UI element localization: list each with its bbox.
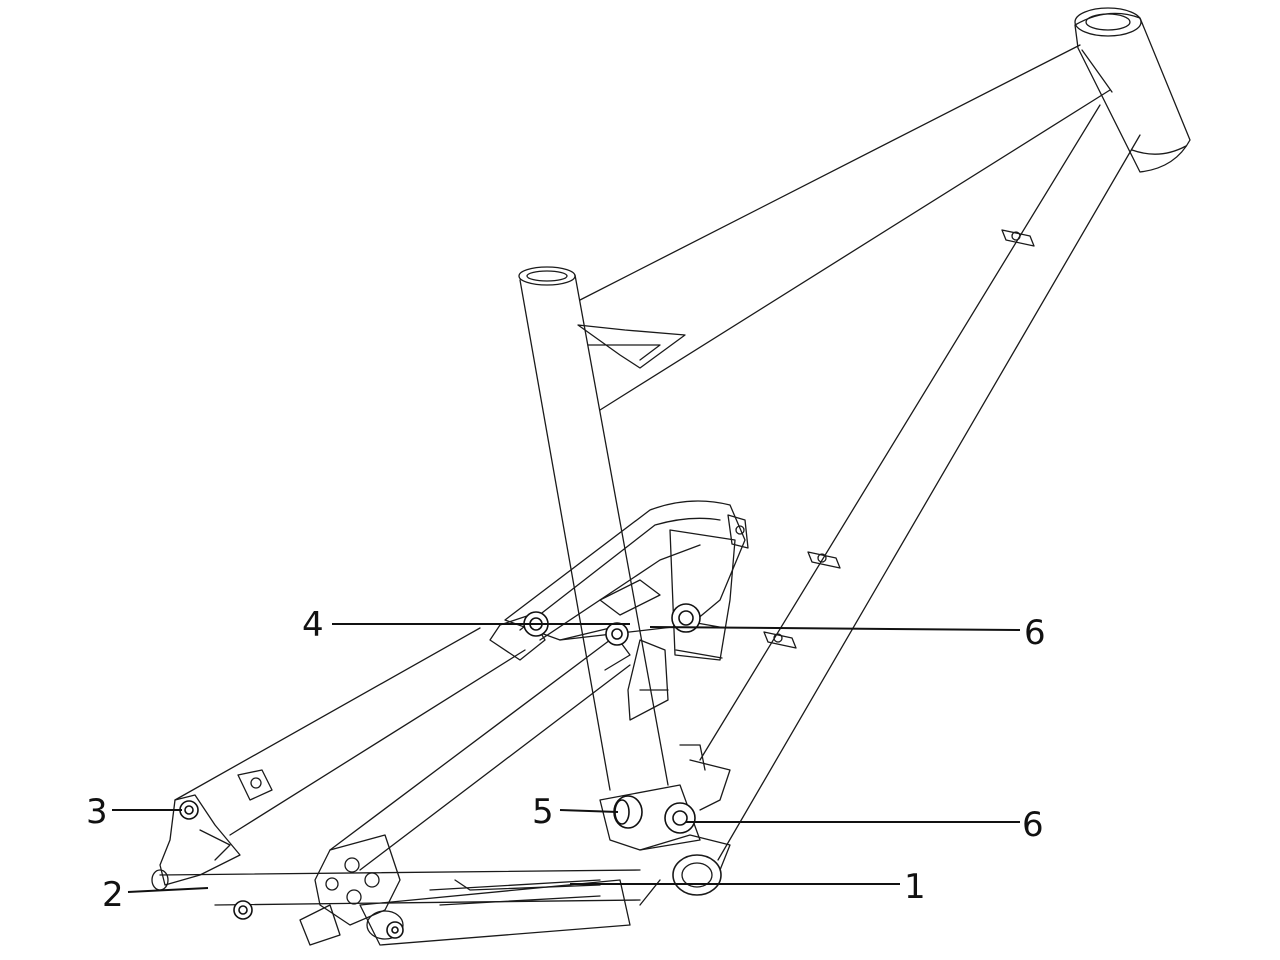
rear-dropout-left xyxy=(151,769,273,891)
cable-guide-icon xyxy=(1001,229,1035,247)
down-tube xyxy=(699,104,1141,861)
leader-line-2 xyxy=(127,887,209,893)
bottom-bracket xyxy=(639,834,731,906)
rocker-link xyxy=(504,500,746,641)
head-tube-top xyxy=(1074,7,1142,37)
pivot-bolt-4b xyxy=(605,622,629,646)
callout-4: 4 xyxy=(302,605,324,645)
leader-line-5 xyxy=(559,809,619,813)
head-tube xyxy=(1074,12,1191,173)
cable-guide-icon xyxy=(807,551,841,569)
callout-6-upper: 6 xyxy=(1024,613,1046,653)
leader-line-6-upper xyxy=(649,626,1021,631)
chainstay-bolt xyxy=(386,921,404,939)
pivot-bolt-6-lower xyxy=(664,802,696,834)
seat-stay-bridge xyxy=(627,639,669,721)
seat-tube xyxy=(519,274,669,791)
front-triangle xyxy=(518,7,1191,861)
seat-stays xyxy=(174,614,631,871)
lower-link xyxy=(599,744,731,851)
callout-3: 3 xyxy=(86,792,108,832)
pivot-bushing-5 xyxy=(613,795,643,829)
callout-labels: 4 6 3 5 6 2 1 xyxy=(86,605,1046,915)
callout-1: 1 xyxy=(904,867,926,907)
callout-5: 5 xyxy=(532,792,554,832)
top-tube xyxy=(579,44,1111,411)
cable-guide-icon xyxy=(763,631,797,649)
callout-6-lower: 6 xyxy=(1022,805,1044,845)
pivot-bolt-3 xyxy=(179,800,199,820)
axle-bolt-2 xyxy=(233,900,253,920)
leader-lines xyxy=(112,623,1021,893)
rear-shock xyxy=(669,514,749,661)
rear-dropout-right xyxy=(299,834,404,946)
pivot-bolt-6-upper xyxy=(671,603,701,633)
callout-2: 2 xyxy=(102,875,124,915)
seat-tube-top xyxy=(518,266,576,286)
chain-stays xyxy=(159,869,641,946)
tube-gusset xyxy=(577,324,686,369)
